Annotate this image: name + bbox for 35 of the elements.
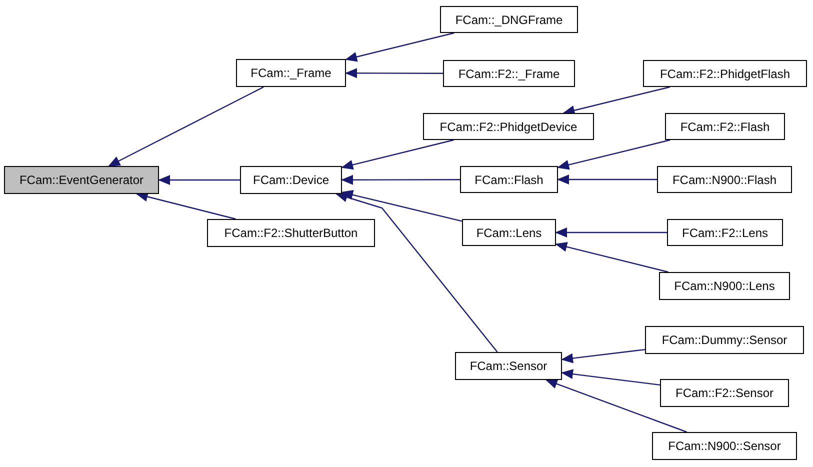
class-box: FCam::Flash <box>460 166 558 193</box>
class-box: FCam::EventGenerator <box>4 166 159 194</box>
class-box: FCam::F2::ShutterButton <box>207 219 375 247</box>
class-box: FCam::N900::Lens <box>659 272 790 300</box>
arrow <box>341 190 462 222</box>
class-box: FCam::F2::Sensor <box>660 379 789 407</box>
arrow <box>562 86 670 116</box>
class-box: FCam::F2::Lens <box>667 219 783 246</box>
arrow <box>561 348 646 364</box>
arrow <box>561 369 660 386</box>
arrow <box>555 242 668 273</box>
arrow <box>341 174 460 185</box>
class-box: FCam::N900::Flash <box>657 166 792 193</box>
class-box: FCam::N900::Sensor <box>652 432 797 460</box>
arrow <box>136 192 236 220</box>
class-box: FCam::F2::PhidgetFlash <box>643 60 807 87</box>
class-box: FCam::Device <box>240 166 342 194</box>
class-box: FCam::Dummy::Sensor <box>645 326 804 354</box>
class-box: FCam::Lens <box>462 219 556 246</box>
arrow <box>545 379 687 433</box>
arrow <box>341 139 454 170</box>
class-box: FCam::Sensor <box>455 352 562 380</box>
class-box: FCam::_Frame <box>236 59 346 87</box>
arrow <box>557 174 657 184</box>
class-box: FCam::F2::Flash <box>665 113 785 140</box>
class-box: FCam::F2::_Frame <box>443 60 575 87</box>
arrow <box>557 139 670 170</box>
arrow <box>108 86 264 167</box>
class-box: FCam::F2::PhidgetDevice <box>423 113 594 140</box>
arrow <box>345 32 454 62</box>
class-box: FCam::_DNGFrame <box>440 6 578 33</box>
arrow <box>345 68 443 78</box>
arrow <box>158 175 240 185</box>
arrow <box>336 192 498 352</box>
arrow <box>555 228 667 238</box>
